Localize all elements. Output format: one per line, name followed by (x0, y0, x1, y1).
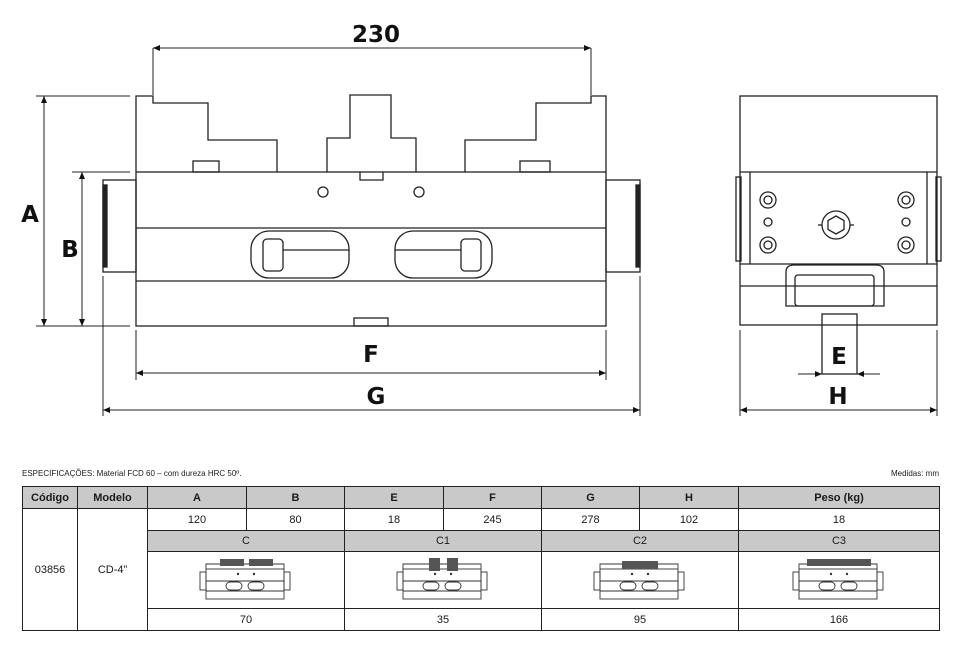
cell-g: 278 (541, 508, 640, 531)
front-dimensions (36, 45, 641, 416)
side-body (739, 95, 938, 326)
config-values-row: 70 35 95 166 (23, 608, 940, 631)
config-value-c: 70 (147, 608, 345, 631)
config-header-row: C C1 C2 C3 (23, 530, 940, 552)
side-dimensions (739, 330, 938, 416)
dim-230-label: 230 (352, 22, 400, 48)
cell-codigo: 03856 (22, 508, 78, 631)
cell-modelo: CD-4” (77, 508, 148, 631)
dim-a-label: A (21, 202, 39, 228)
header-modelo: Modelo (77, 486, 148, 509)
header-row: Código Modelo A B E F G H Peso (kg) (22, 486, 940, 509)
config-label-c3: C3 (738, 530, 940, 552)
vise-c1-config-image (396, 558, 488, 600)
front-view (102, 94, 641, 327)
config-value-c1: 35 (344, 608, 542, 631)
side-view (735, 95, 942, 375)
dim-e-label: E (831, 344, 847, 370)
dim-f-label: F (363, 342, 379, 368)
cell-h: 102 (639, 508, 739, 531)
header-f: F (443, 486, 542, 509)
cell-e: 18 (344, 508, 444, 531)
units-note: Medidas: mm (890, 469, 939, 478)
center-block (326, 94, 417, 172)
config-value-c2: 95 (541, 608, 739, 631)
vise-c2-config-image (593, 561, 685, 600)
cell-a: 120 (147, 508, 247, 531)
dim-g-label: G (367, 384, 386, 410)
config-label-c1: C1 (344, 530, 542, 552)
cell-b: 80 (246, 508, 345, 531)
header-g: G (541, 486, 640, 509)
spec-table: Código Modelo A B E F G H Peso (kg) 0385… (22, 486, 940, 631)
config-c1-thumb (344, 551, 542, 609)
config-c2-thumb (541, 551, 739, 609)
config-c-thumb (147, 551, 345, 609)
header-b: B (246, 486, 345, 509)
header-a: A (147, 486, 247, 509)
vise-c-config-image (199, 559, 291, 600)
technical-drawing: 230 A B F G (21, 22, 942, 416)
cell-f: 245 (443, 508, 542, 531)
dim-h-label: H (828, 384, 847, 410)
values-row: 03856 CD-4” 120 80 18 245 278 102 18 (22, 508, 940, 631)
vise-body (135, 171, 607, 327)
config-label-c: C (147, 530, 345, 552)
header-codigo: Código (22, 486, 78, 509)
header-e: E (344, 486, 444, 509)
config-label-c2: C2 (541, 530, 739, 552)
specifications-text: ESPECIFICAÇÕES: Material FCD 60 – com du… (22, 469, 242, 478)
header-peso: Peso (kg) (738, 486, 940, 509)
cell-peso: 18 (738, 508, 940, 531)
jaw-profile (135, 95, 607, 172)
dim-b-label: B (61, 237, 79, 263)
config-image-row (23, 551, 940, 609)
config-c3-thumb (738, 551, 940, 609)
config-value-c3: 166 (738, 608, 940, 631)
header-h: H (639, 486, 739, 509)
vise-c3-config-image (792, 559, 884, 600)
